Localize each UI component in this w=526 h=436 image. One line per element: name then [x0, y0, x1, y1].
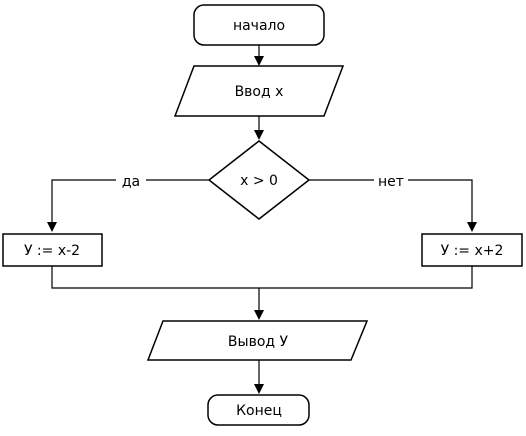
condition-label: х > 0	[240, 173, 278, 189]
yes-label-background	[116, 170, 146, 190]
end-label: Конец	[236, 403, 282, 419]
assign-no-label: У := х+2	[441, 243, 504, 259]
input-label: Ввод х	[235, 84, 284, 100]
connectors	[47, 45, 477, 394]
input-parallelogram	[173, 65, 345, 117]
connector-no-branch	[309, 179, 473, 228]
connector-yes-branch	[51, 179, 209, 228]
arrowhead-no-branch	[467, 222, 477, 232]
output-parallelogram	[146, 320, 369, 361]
arrowhead-output	[254, 310, 264, 320]
branch-no-label: нет	[378, 174, 404, 190]
input-node: Ввод х	[173, 65, 345, 117]
assign-no-box	[421, 233, 523, 267]
start-label: начало	[233, 18, 285, 34]
arrowhead-end	[254, 384, 264, 394]
end-node: Конец	[207, 394, 310, 426]
output-label: Вывод У	[228, 334, 289, 350]
decision-node: х > 0	[207, 140, 311, 220]
start-terminator	[193, 4, 325, 46]
branch-yes-label: да	[122, 174, 140, 190]
output-node: Вывод У	[146, 320, 369, 361]
assign-yes-label: У := х-2	[24, 243, 80, 259]
arrowhead-yes-branch	[47, 222, 57, 232]
assign-no-node: У := х+2	[421, 233, 523, 267]
arrowhead-condition	[254, 130, 264, 140]
arrowhead-input	[254, 56, 264, 66]
assign-yes-box	[2, 233, 103, 267]
assign-yes-node: У := х-2	[2, 233, 103, 267]
decision-diamond	[207, 140, 311, 220]
no-label-background	[374, 170, 408, 190]
connector-merge	[51, 266, 473, 289]
start-node: начало	[193, 4, 325, 46]
end-terminator	[207, 394, 310, 426]
